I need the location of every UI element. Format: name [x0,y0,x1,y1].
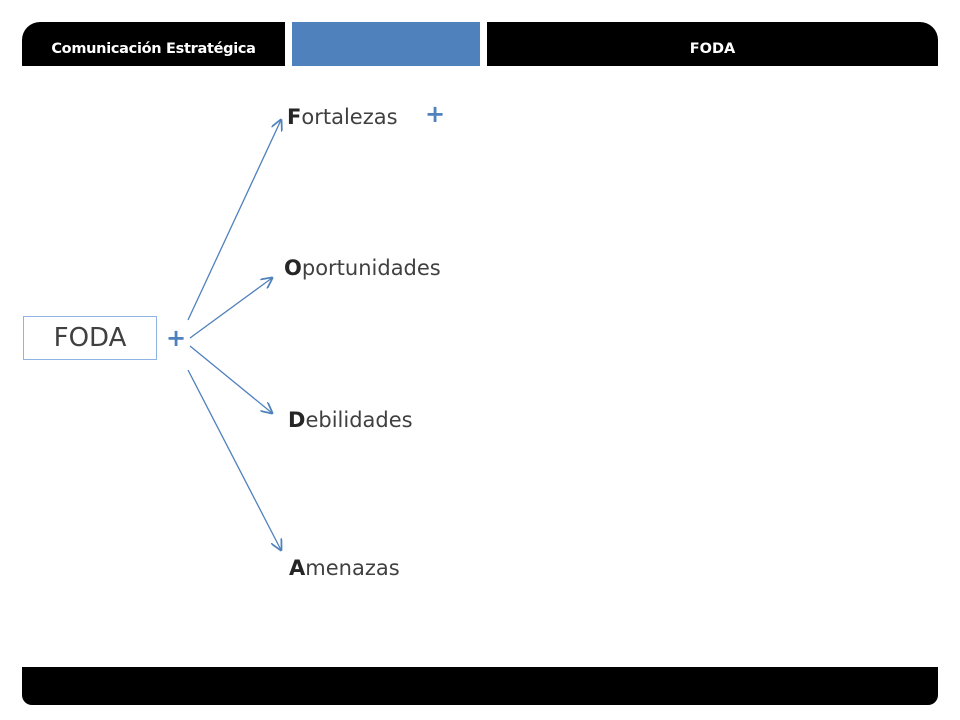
branch-debilidades: Debilidades [288,410,413,431]
branch-rest: ortalezas [301,105,398,129]
branch-initial: F [287,105,302,129]
branch-rest: menazas [305,556,400,580]
header-right-tab: FODA [487,22,938,66]
branch-rest: portunidades [301,256,441,280]
arrow-debilidades [189,345,272,413]
footer-bar [22,667,938,705]
foda-root-box: FODA [23,316,157,360]
arrow-fortalezas [187,120,281,321]
header-section-title: FODA [689,41,736,57]
header-accent-block [292,22,480,66]
header-title: Comunicación Estratégica [51,41,256,57]
branch-oportunidades: Oportunidades [284,258,441,279]
root-plus-icon: + [166,324,187,352]
branch-fortalezas: Fortalezas [287,107,398,128]
branch-initial: A [289,556,306,580]
header-left-tab: Comunicación Estratégica [22,22,285,66]
branch-amenazas: Amenazas [289,558,400,579]
foda-root-label: FODA [53,323,127,353]
branch-rest: ebilidades [305,408,413,432]
branch-initial: O [284,256,302,280]
fortalezas-plus-icon: + [425,100,446,128]
branch-initial: D [288,408,306,432]
arrow-oportunidades [189,278,272,339]
arrow-amenazas [187,369,281,550]
